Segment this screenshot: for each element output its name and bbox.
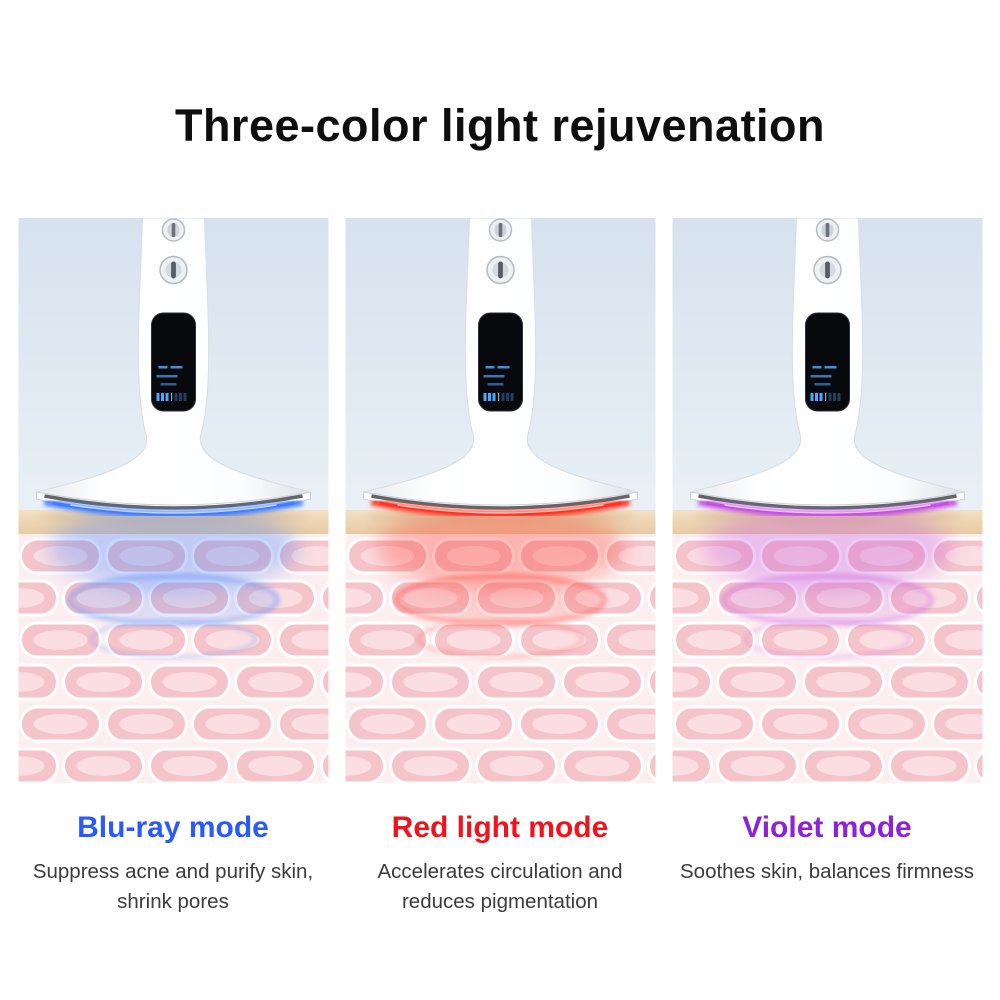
mode-column-violet: Violet mode Soothes skin, balances firmn… xyxy=(672,218,983,916)
mode-description: Accelerates circulation and reduces pigm… xyxy=(377,860,623,913)
mode-description: Suppress acne and purify skin, shrink po… xyxy=(32,860,314,913)
blue-mode-illustration xyxy=(18,218,329,783)
page-title: Three-color light rejuvenation xyxy=(174,100,826,151)
red-mode-illustration xyxy=(345,218,656,783)
mode-title: Blu-ray mode xyxy=(77,811,269,844)
product-infographic: Three-color light rejuvenation Blu-ray m… xyxy=(0,100,1000,1000)
violet-mode-illustration xyxy=(672,218,983,783)
mode-title: Red light mode xyxy=(391,811,609,844)
mode-description: Soothes skin, balances firmness xyxy=(680,860,974,883)
mode-column-red: Red light mode Accelerates circulation a… xyxy=(345,218,656,916)
mode-panels: Blu-ray mode Suppress acne and purify sk… xyxy=(0,218,1000,916)
mode-column-blue: Blu-ray mode Suppress acne and purify sk… xyxy=(18,218,329,916)
mode-title: Violet mode xyxy=(742,811,912,844)
